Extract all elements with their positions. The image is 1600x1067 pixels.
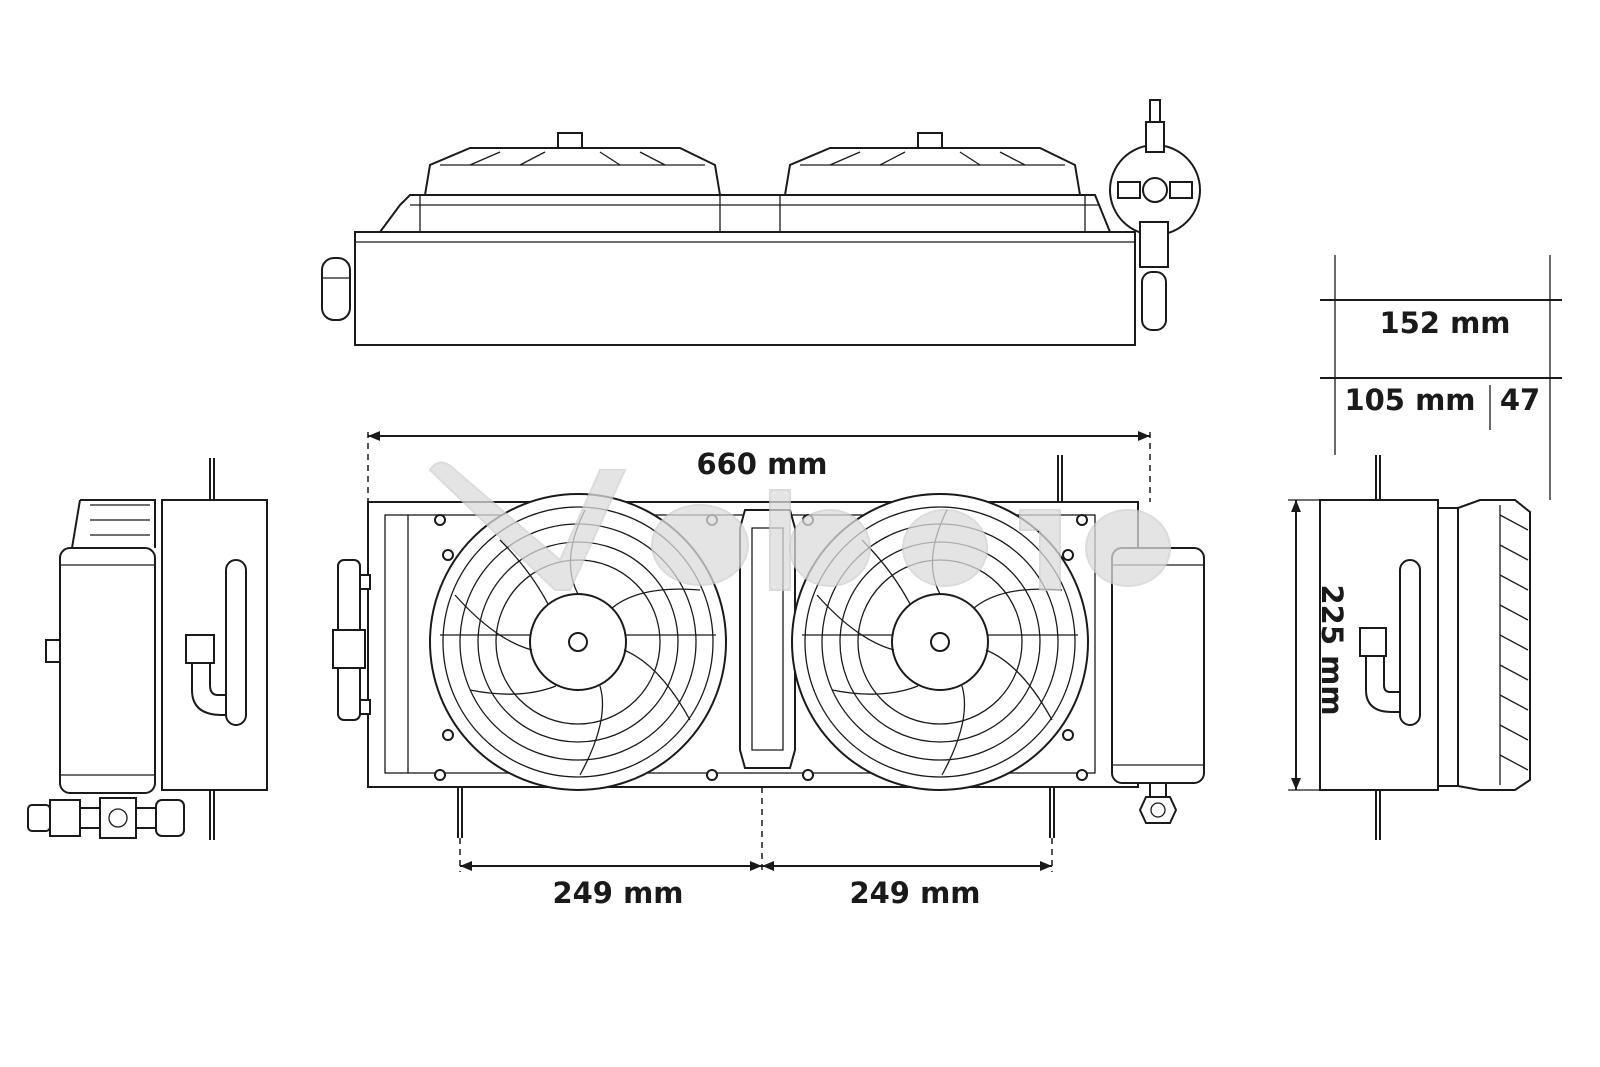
label-mount-spacing-right: 249 mm [849, 876, 980, 910]
left-side-view [27, 458, 268, 840]
top-view-pipe-right [1141, 271, 1167, 331]
front-view-drier-nut [1138, 796, 1178, 824]
watermark-logo [428, 461, 1171, 591]
top-view-body [354, 231, 1136, 346]
right-side-view [1319, 455, 1531, 840]
top-view-fan-right-hub [917, 132, 943, 149]
left-side-view-receiver [59, 547, 156, 794]
right-side-view-pipe [1399, 559, 1421, 726]
top-view-valve-stem [1145, 121, 1165, 153]
top-view-pipe-left [321, 257, 351, 321]
dimension-152 [1320, 255, 1562, 500]
top-view [321, 99, 1201, 346]
top-view-fan-right [783, 147, 1082, 196]
front-view-fan-left [429, 493, 727, 791]
label-mount-spacing-left: 249 mm [552, 876, 683, 910]
top-view-fan-left [423, 147, 722, 196]
label-depth-body: 105 mm [1344, 383, 1475, 417]
top-view-fan-left-hub [557, 132, 583, 149]
left-side-view-valve [27, 797, 185, 839]
left-side-view-pipe [225, 559, 247, 726]
label-overall-width: 660 mm [696, 447, 827, 481]
top-view-valve-center [1142, 177, 1168, 203]
top-view-plenum [379, 194, 1111, 233]
dimension-249 [459, 787, 1053, 872]
label-depth-fan: 47 [1500, 383, 1540, 417]
right-side-view-fan [1457, 499, 1531, 791]
dimension-660 [367, 431, 1151, 502]
label-depth-total: 152 mm [1379, 306, 1510, 340]
front-view-fan-right [791, 493, 1089, 791]
front-view [332, 455, 1205, 838]
label-height: 225 mm [1315, 584, 1349, 715]
dimension-225 [1288, 499, 1320, 791]
